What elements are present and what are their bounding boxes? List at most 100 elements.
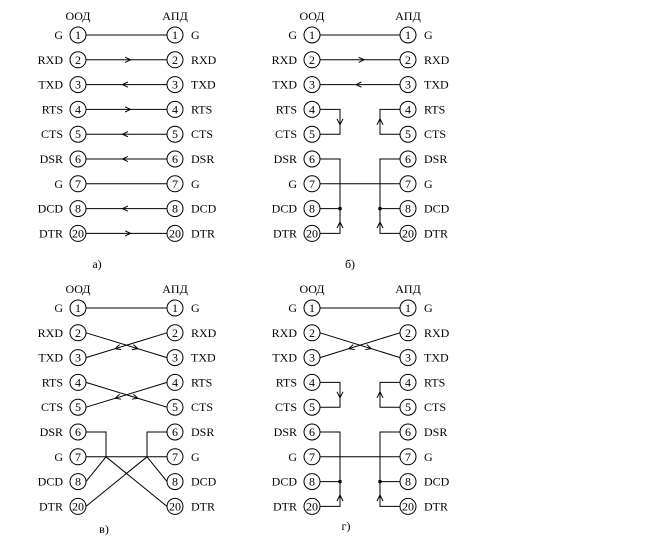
panel-caption: а)	[92, 257, 101, 271]
pin-circle-right	[399, 423, 417, 441]
pin-circle-left	[69, 423, 87, 441]
pin-name-right: G	[424, 177, 433, 191]
pin-num-left: 8	[309, 202, 315, 216]
loop-right-4	[376, 158, 400, 234]
pin-circle-left	[69, 100, 87, 118]
pin-num-left: 8	[75, 475, 81, 489]
wire-line	[319, 332, 401, 359]
wire-9	[86, 230, 167, 237]
wire-8	[86, 205, 167, 212]
loop-arrow	[336, 118, 344, 126]
pin-num-right: 4	[172, 375, 178, 389]
pin-name-right: G	[424, 28, 433, 42]
pin-num-left: 4	[75, 375, 81, 389]
pin-num-left: 20	[306, 226, 318, 240]
wire-3	[319, 332, 401, 359]
header-right: АПД	[395, 282, 421, 296]
pin-circle-left	[69, 373, 87, 391]
pin-circle-left	[303, 423, 321, 441]
pin-circle-left	[69, 473, 87, 491]
junction-dot	[338, 479, 342, 484]
pin-name-left: RXD	[272, 53, 298, 67]
wire-3	[85, 332, 168, 359]
pin-name-right: CTS	[424, 127, 446, 141]
pin-name-right: G	[424, 301, 433, 315]
pin-num-right: 4	[172, 102, 178, 116]
pin-num-left: 5	[75, 127, 81, 141]
pin-circle-left	[69, 448, 87, 466]
header-left: ООД	[300, 9, 325, 23]
cross-brackets	[85, 431, 168, 507]
loop-right-2	[376, 381, 400, 408]
pin-circle-left	[303, 100, 321, 118]
arrow-right	[131, 393, 139, 400]
pin-circle-right	[399, 175, 417, 193]
loop-path	[379, 381, 400, 408]
arrow-left	[114, 344, 122, 351]
pin-num-left: 1	[75, 28, 81, 42]
pin-circle-right	[399, 125, 417, 143]
pin-num-left: 7	[309, 450, 315, 464]
pin-num-right: 20	[402, 499, 414, 513]
wire-line	[85, 332, 168, 359]
pin-num-right: 20	[169, 499, 181, 513]
pin-num-left: 2	[309, 326, 315, 340]
pin-name-right: RTS	[424, 102, 445, 116]
loop-arrow	[376, 117, 384, 126]
pin-circle-left	[69, 398, 87, 416]
pin-name-left: DCD	[272, 475, 298, 489]
pin-circle-left	[303, 26, 321, 44]
pin-num-right: 3	[172, 351, 178, 365]
pin-name-left: RTS	[42, 102, 63, 116]
pin-num-right: 4	[405, 375, 411, 389]
wire-3	[320, 81, 400, 88]
pin-name-left: CTS	[41, 127, 63, 141]
pin-name-right: DCD	[424, 475, 450, 489]
pin-name-right: TXD	[424, 351, 449, 365]
pin-num-left: 4	[75, 102, 81, 116]
loop-path	[379, 108, 400, 135]
loop-arrow	[376, 493, 384, 502]
arrow-right	[365, 344, 373, 351]
wire-2	[320, 56, 400, 63]
pin-name-left: G	[288, 177, 297, 191]
pin-circle-left	[69, 299, 87, 317]
loop-left-1	[320, 108, 344, 135]
loop-left-3	[320, 158, 344, 234]
pin-num-right: 5	[405, 127, 411, 141]
pin-num-left: 20	[72, 226, 84, 240]
pin-num-left: 6	[309, 152, 315, 166]
arrow-left	[354, 81, 362, 88]
pin-num-left: 20	[72, 499, 84, 513]
pin-num-left: 3	[75, 351, 81, 365]
pin-circle-left	[303, 76, 321, 94]
loop-path	[379, 158, 400, 234]
wire-3	[86, 81, 167, 88]
pin-name-left: DSR	[274, 425, 297, 439]
pin-circle-left	[303, 175, 321, 193]
pin-circle-left	[69, 497, 87, 515]
junction-dot	[378, 206, 382, 211]
pin-circle-right	[166, 150, 184, 168]
pin-name-left: DSR	[274, 152, 297, 166]
wire-4	[86, 106, 167, 113]
pin-name-left: G	[54, 450, 63, 464]
pin-name-right: DSR	[424, 425, 447, 439]
pin-circle-right	[166, 373, 184, 391]
pin-circle-left	[303, 51, 321, 69]
arrow-right	[124, 56, 132, 63]
pin-circle-right	[166, 26, 184, 44]
